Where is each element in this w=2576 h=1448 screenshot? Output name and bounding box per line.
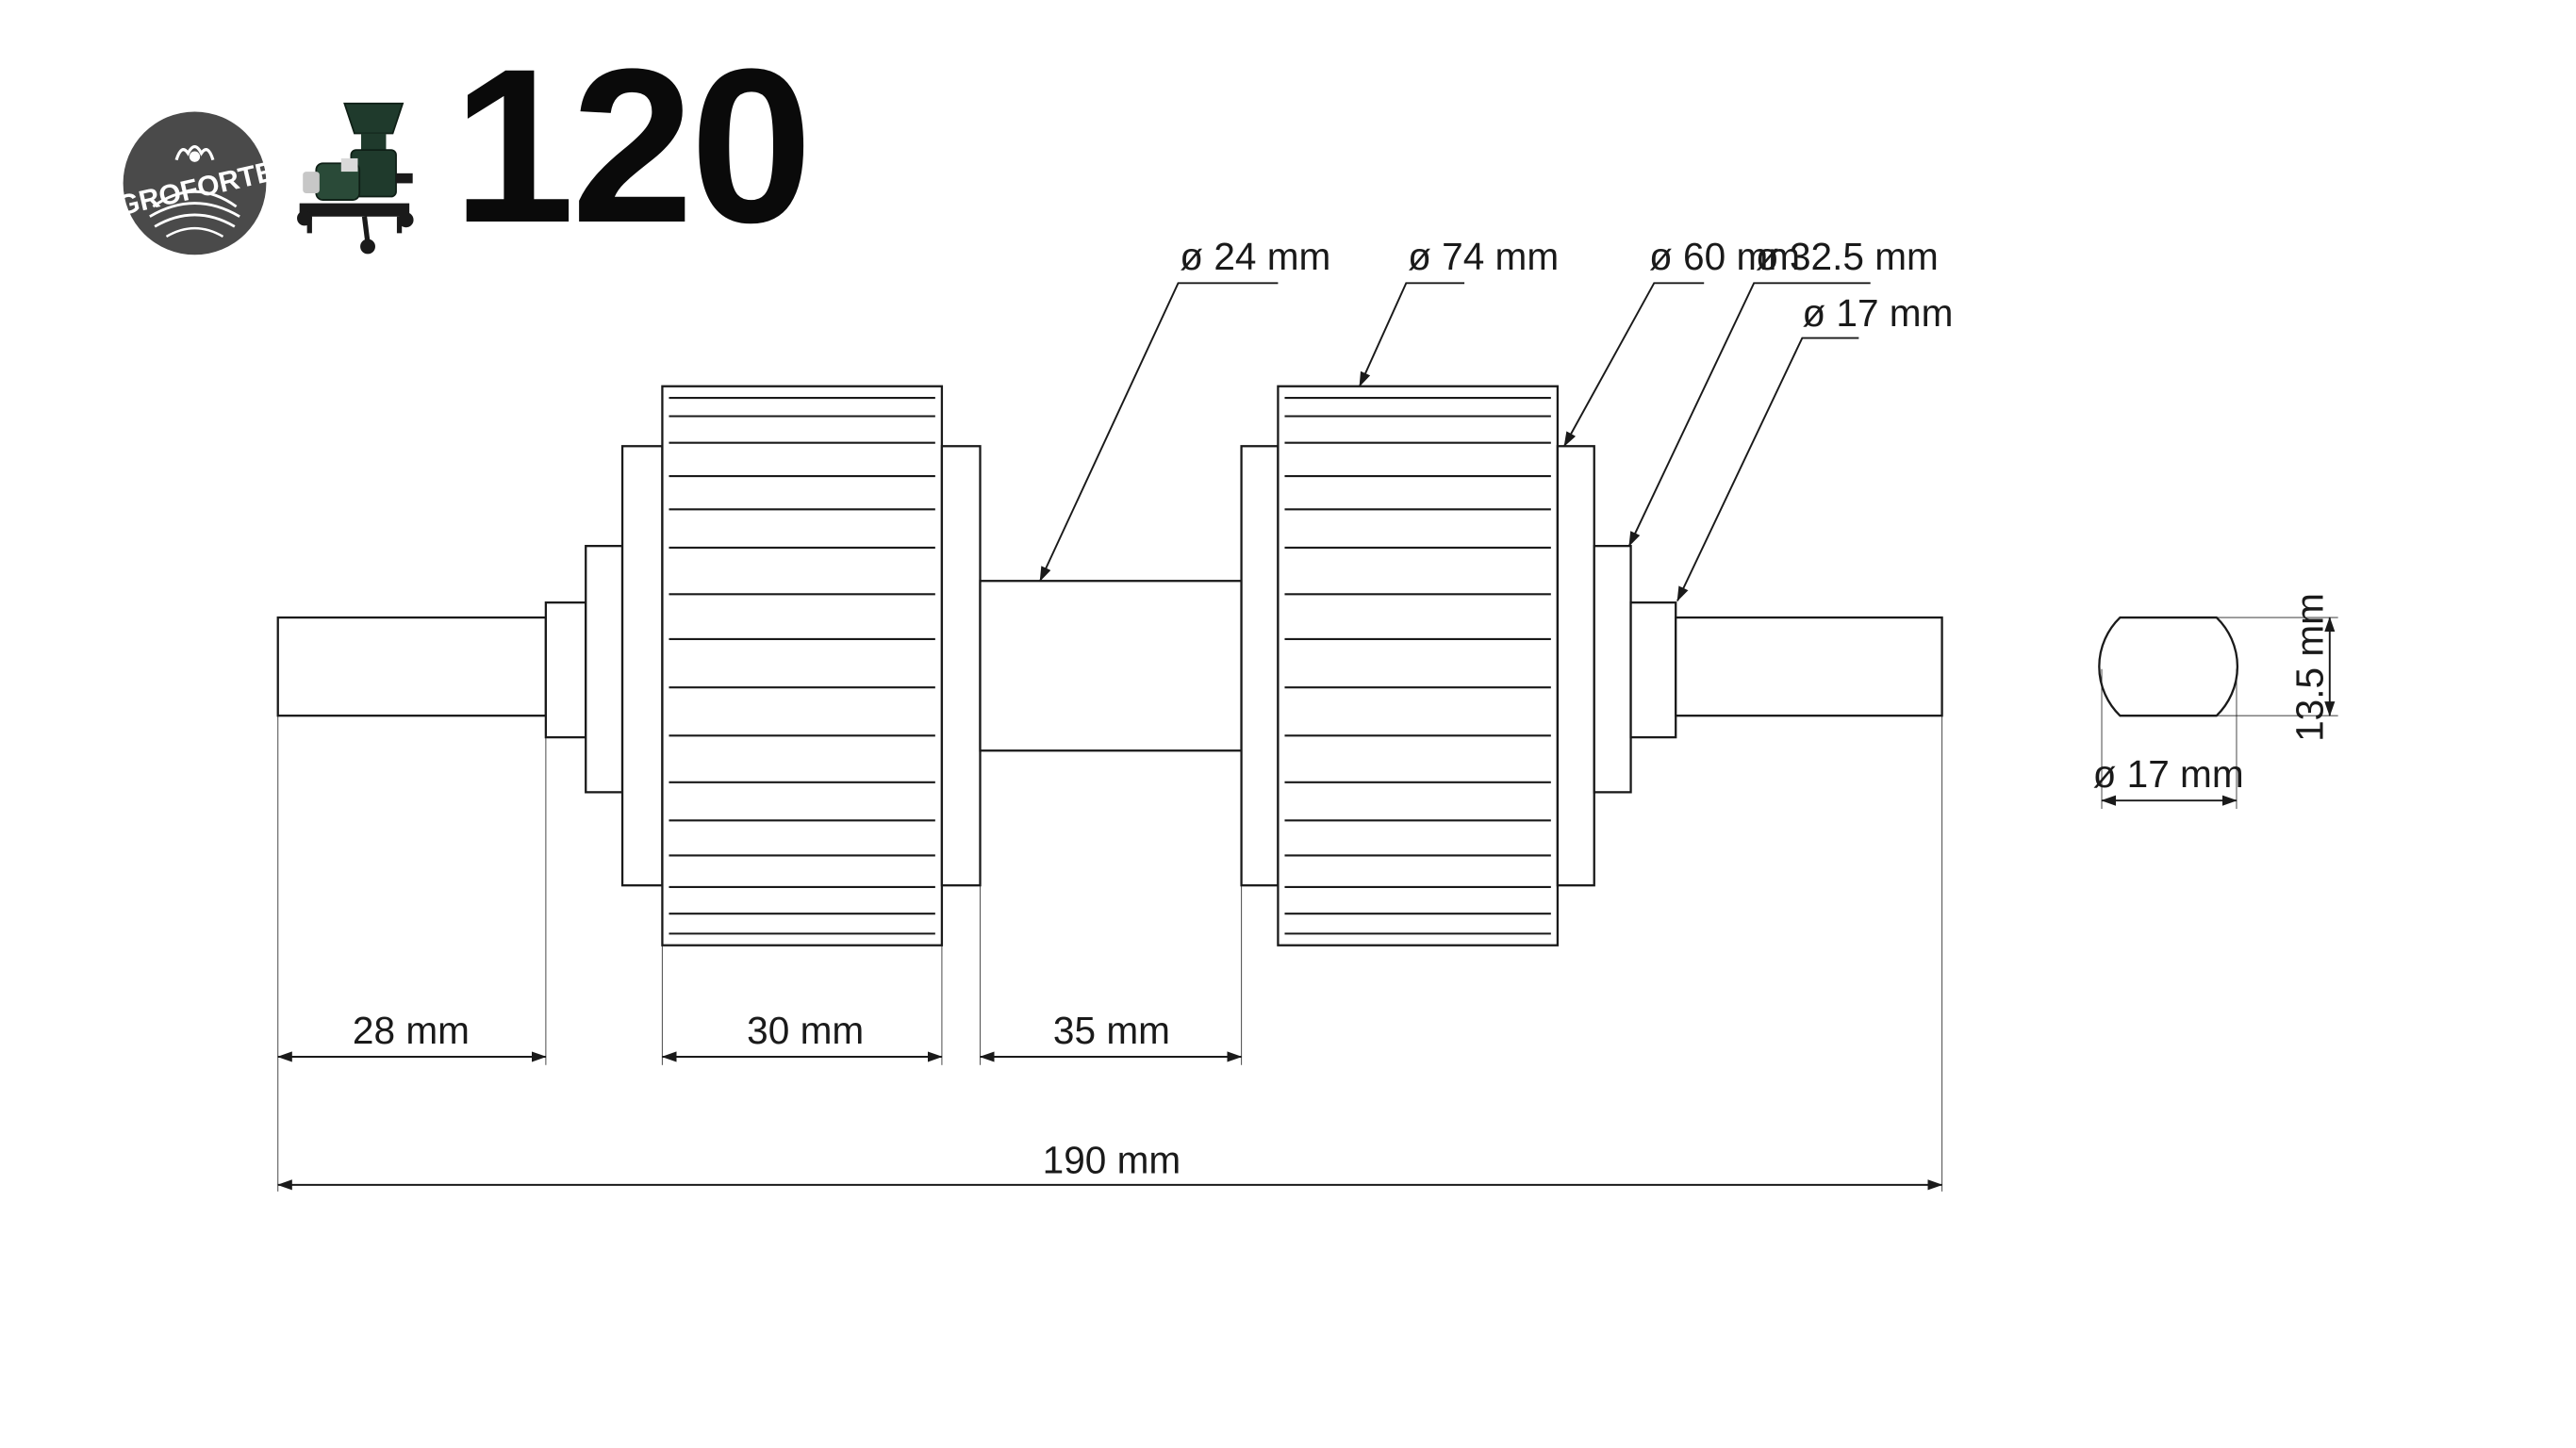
callout-shaft-leader bbox=[1039, 282, 1279, 582]
left-collar bbox=[544, 601, 587, 739]
model-number: 120 bbox=[453, 24, 809, 269]
callout-collar-leader bbox=[1627, 282, 1871, 547]
label-flange-diameter: ø 60 mm bbox=[1649, 235, 1800, 278]
right-outer-flange bbox=[1556, 445, 1595, 887]
left-roller-grooves bbox=[669, 397, 935, 935]
agrofortel-logo: AGROFORTEL bbox=[94, 111, 294, 255]
left-roller-outer-flange bbox=[940, 445, 982, 887]
left-outer-flange bbox=[585, 545, 624, 794]
right-journal bbox=[1675, 616, 1943, 717]
callout-journal-leader bbox=[1676, 337, 1859, 602]
right-collar bbox=[1629, 601, 1677, 739]
journal-cross-section: 13.5 mm ø 17 mm bbox=[2093, 593, 2338, 810]
right-roller bbox=[1277, 385, 1560, 946]
callout-flange-leader bbox=[1563, 282, 1705, 447]
shaft-assembly bbox=[276, 385, 1943, 946]
label-shaft-diameter: ø 24 mm bbox=[1180, 235, 1330, 278]
label-total-length: 190 mm bbox=[1043, 1139, 1181, 1182]
label-section-flat-height: 13.5 mm bbox=[2288, 593, 2332, 742]
label-section-diameter: ø 17 mm bbox=[2093, 752, 2244, 796]
label-roller-width: 30 mm bbox=[747, 1009, 864, 1052]
dimension-lines bbox=[276, 1051, 1943, 1191]
extension-lines bbox=[277, 716, 1943, 1192]
right-roller-grooves bbox=[1284, 397, 1551, 935]
diameter-labels: ø 24 mm ø 74 mm ø 60 mm ø 32.5 mm ø 17 m… bbox=[1180, 235, 1953, 335]
pellet-mill-illustration bbox=[297, 102, 414, 255]
right-mid-flange bbox=[1593, 545, 1632, 794]
left-journal bbox=[276, 616, 548, 717]
label-journal-length: 28 mm bbox=[353, 1009, 470, 1052]
length-labels: 28 mm 30 mm 35 mm 190 mm bbox=[353, 1009, 1181, 1182]
section-profile bbox=[2098, 616, 2238, 717]
diameter-callouts bbox=[1039, 282, 1871, 602]
right-roller-inner-flange bbox=[1240, 445, 1280, 887]
left-inner-flange bbox=[620, 445, 664, 887]
center-shaft bbox=[979, 580, 1243, 752]
label-roller-diameter: ø 74 mm bbox=[1408, 235, 1559, 278]
label-collar-diameter: ø 32.5 mm bbox=[1756, 235, 1939, 278]
label-roller-gap: 35 mm bbox=[1053, 1009, 1170, 1052]
left-roller bbox=[661, 385, 944, 946]
label-journal-diameter: ø 17 mm bbox=[1802, 291, 1953, 335]
callout-roller-leader bbox=[1359, 282, 1465, 387]
brand-header: AGROFORTEL 120 bbox=[94, 24, 812, 269]
